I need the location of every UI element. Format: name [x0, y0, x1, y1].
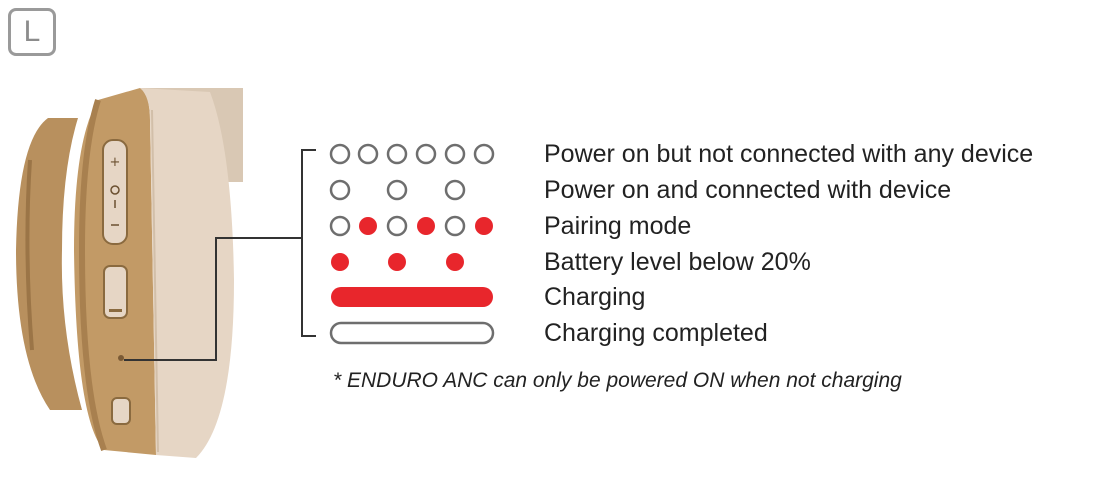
led-red-bar — [331, 287, 493, 307]
anc-button — [103, 265, 128, 319]
led-off-dot — [444, 215, 466, 237]
led-red-dot — [388, 253, 406, 271]
led-off-dot — [444, 143, 466, 165]
earcup-shell — [140, 88, 234, 458]
led-state-label: Battery level below 20% — [544, 248, 811, 276]
led-state-label: Power on and connected with device — [544, 176, 952, 204]
led-state-label: Power on but not connected with any devi… — [544, 140, 1034, 168]
led-red-dot — [475, 217, 493, 235]
headphone-earcup-illustration: + — [16, 88, 243, 458]
led-off-dot — [357, 143, 379, 165]
led-off-dot — [329, 143, 351, 165]
footnote: * ENDURO ANC can only be powered ON when… — [333, 369, 902, 392]
left-side-letter: L — [23, 15, 41, 48]
led-state-label: Charging — [544, 283, 646, 311]
svg-text:+: + — [110, 155, 121, 170]
led-state-label: Charging completed — [544, 319, 768, 347]
led-red-dot — [417, 217, 435, 235]
led-red-dot — [446, 253, 464, 271]
led-off-dot — [329, 179, 351, 201]
led-off-dot — [473, 143, 495, 165]
led-indicator-dot — [118, 355, 124, 361]
led-off-dot — [329, 215, 351, 237]
led-red-dot — [359, 217, 377, 235]
usb-port — [111, 397, 131, 425]
led-off-dot — [415, 143, 437, 165]
volume-button-strip — [102, 139, 128, 245]
led-red-dot — [331, 253, 349, 271]
led-off-bar — [329, 321, 495, 345]
led-off-dot — [386, 215, 408, 237]
left-side-badge: L — [8, 8, 56, 56]
led-off-dot — [444, 179, 466, 201]
led-state-label: Pairing mode — [544, 212, 692, 240]
led-off-dot — [386, 143, 408, 165]
led-off-dot — [386, 179, 408, 201]
